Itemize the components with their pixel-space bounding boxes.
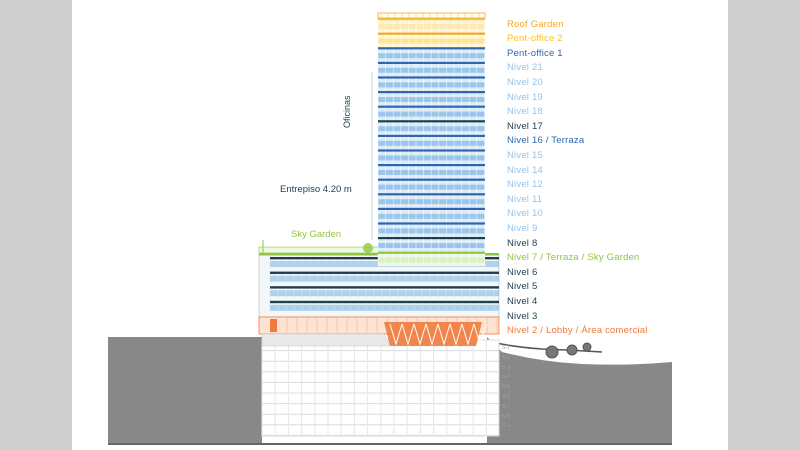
ground-base <box>108 443 672 445</box>
tower-slab <box>378 193 485 196</box>
level-label: Nivel 15 <box>507 149 543 161</box>
ground-left <box>108 337 262 443</box>
level-label: Nivel 11 <box>507 193 543 205</box>
level-label: Nivel 3 <box>507 310 538 322</box>
basement-label: S-8 <box>502 413 510 420</box>
basement-label: S-4 <box>502 374 510 381</box>
tower-slab <box>378 47 485 50</box>
roof-parapet <box>377 12 486 19</box>
oficinas-label: Oficinas <box>342 95 352 128</box>
tower-slab <box>378 237 485 240</box>
tower-slab <box>378 120 485 123</box>
tower-slab <box>378 32 485 35</box>
level-label: Nivel 21 <box>507 62 543 74</box>
basement-label: S-3 <box>502 364 510 371</box>
lobby-truss-web <box>449 323 463 346</box>
lobby-truss-web <box>401 323 415 346</box>
basement-label: S-5 <box>502 384 510 391</box>
entrepiso-label: Entrepiso 4.20 m <box>280 184 352 195</box>
tower-slab <box>378 18 485 21</box>
lobby-core <box>270 319 277 332</box>
terrain-edge <box>486 340 603 353</box>
podium-slab <box>270 286 499 289</box>
sky-garden-label: Sky Garden <box>291 229 342 240</box>
level-label: Nivel 16 / Terraza <box>507 135 585 147</box>
tower-slab <box>378 76 485 79</box>
lobby-truss-web <box>473 323 487 346</box>
level-label: Nivel 5 <box>507 281 538 293</box>
basement-label: S-1 <box>502 345 510 351</box>
level-label: Nivel 6 <box>507 266 538 278</box>
podium-glazing <box>270 275 499 282</box>
tower-slab <box>378 134 485 137</box>
tree-icon <box>566 344 578 356</box>
tree-icon <box>545 345 559 359</box>
tower-slab <box>378 178 485 181</box>
podium-glazing <box>270 290 499 297</box>
ramp <box>261 333 391 347</box>
basement-label: S-7 <box>502 403 510 410</box>
tower-slab <box>378 251 485 254</box>
tower-slab <box>378 222 485 225</box>
building-section <box>108 12 672 445</box>
level-label: Nivel 7 / Terraza / Sky Garden <box>507 252 640 264</box>
tree-icon <box>582 342 592 352</box>
level-label: Nivel 4 <box>507 295 538 307</box>
lobby-truss-web <box>425 323 439 346</box>
level-label: Nivel 19 <box>507 91 543 103</box>
level-label: Nivel 10 <box>507 208 543 220</box>
lobby-truss-web <box>437 323 451 346</box>
level-label: Roof Garden <box>507 18 564 30</box>
basement-label: S-6 <box>502 394 510 400</box>
level-label: Nivel 17 <box>507 120 543 132</box>
podium-slab <box>270 271 499 274</box>
tower-slab <box>378 91 485 94</box>
ground-right <box>487 337 672 443</box>
podium-slab <box>270 300 499 304</box>
level-label: Pent-office 2 <box>507 33 563 45</box>
tower-slab <box>378 149 485 152</box>
level-label: Nivel 12 <box>507 179 543 191</box>
sky-garden-planter <box>258 246 380 254</box>
basement-label: S-2 <box>502 354 510 361</box>
level-label: Nivel 2 / Lobby / Área comercial <box>507 325 648 337</box>
level-label: Nivel 18 <box>507 106 543 118</box>
lobby-truss-web <box>461 323 475 346</box>
tower-slab <box>378 61 485 64</box>
level-label: Nivel 9 <box>507 222 538 234</box>
level-label: Pent-office 1 <box>507 47 563 59</box>
level-label: Nivel 8 <box>507 237 538 249</box>
basement-label: S-9 <box>502 423 510 430</box>
tower-slab <box>378 105 485 108</box>
sky-garden-tree-icon <box>363 243 373 253</box>
tower-slab <box>378 164 485 167</box>
podium-glazing <box>270 304 499 311</box>
tower-slab <box>378 207 485 210</box>
level-label: Nivel 20 <box>507 76 543 88</box>
lobby-truss-web <box>389 323 403 346</box>
level-label: Nivel 14 <box>507 164 543 176</box>
lobby-truss-web <box>413 323 427 346</box>
